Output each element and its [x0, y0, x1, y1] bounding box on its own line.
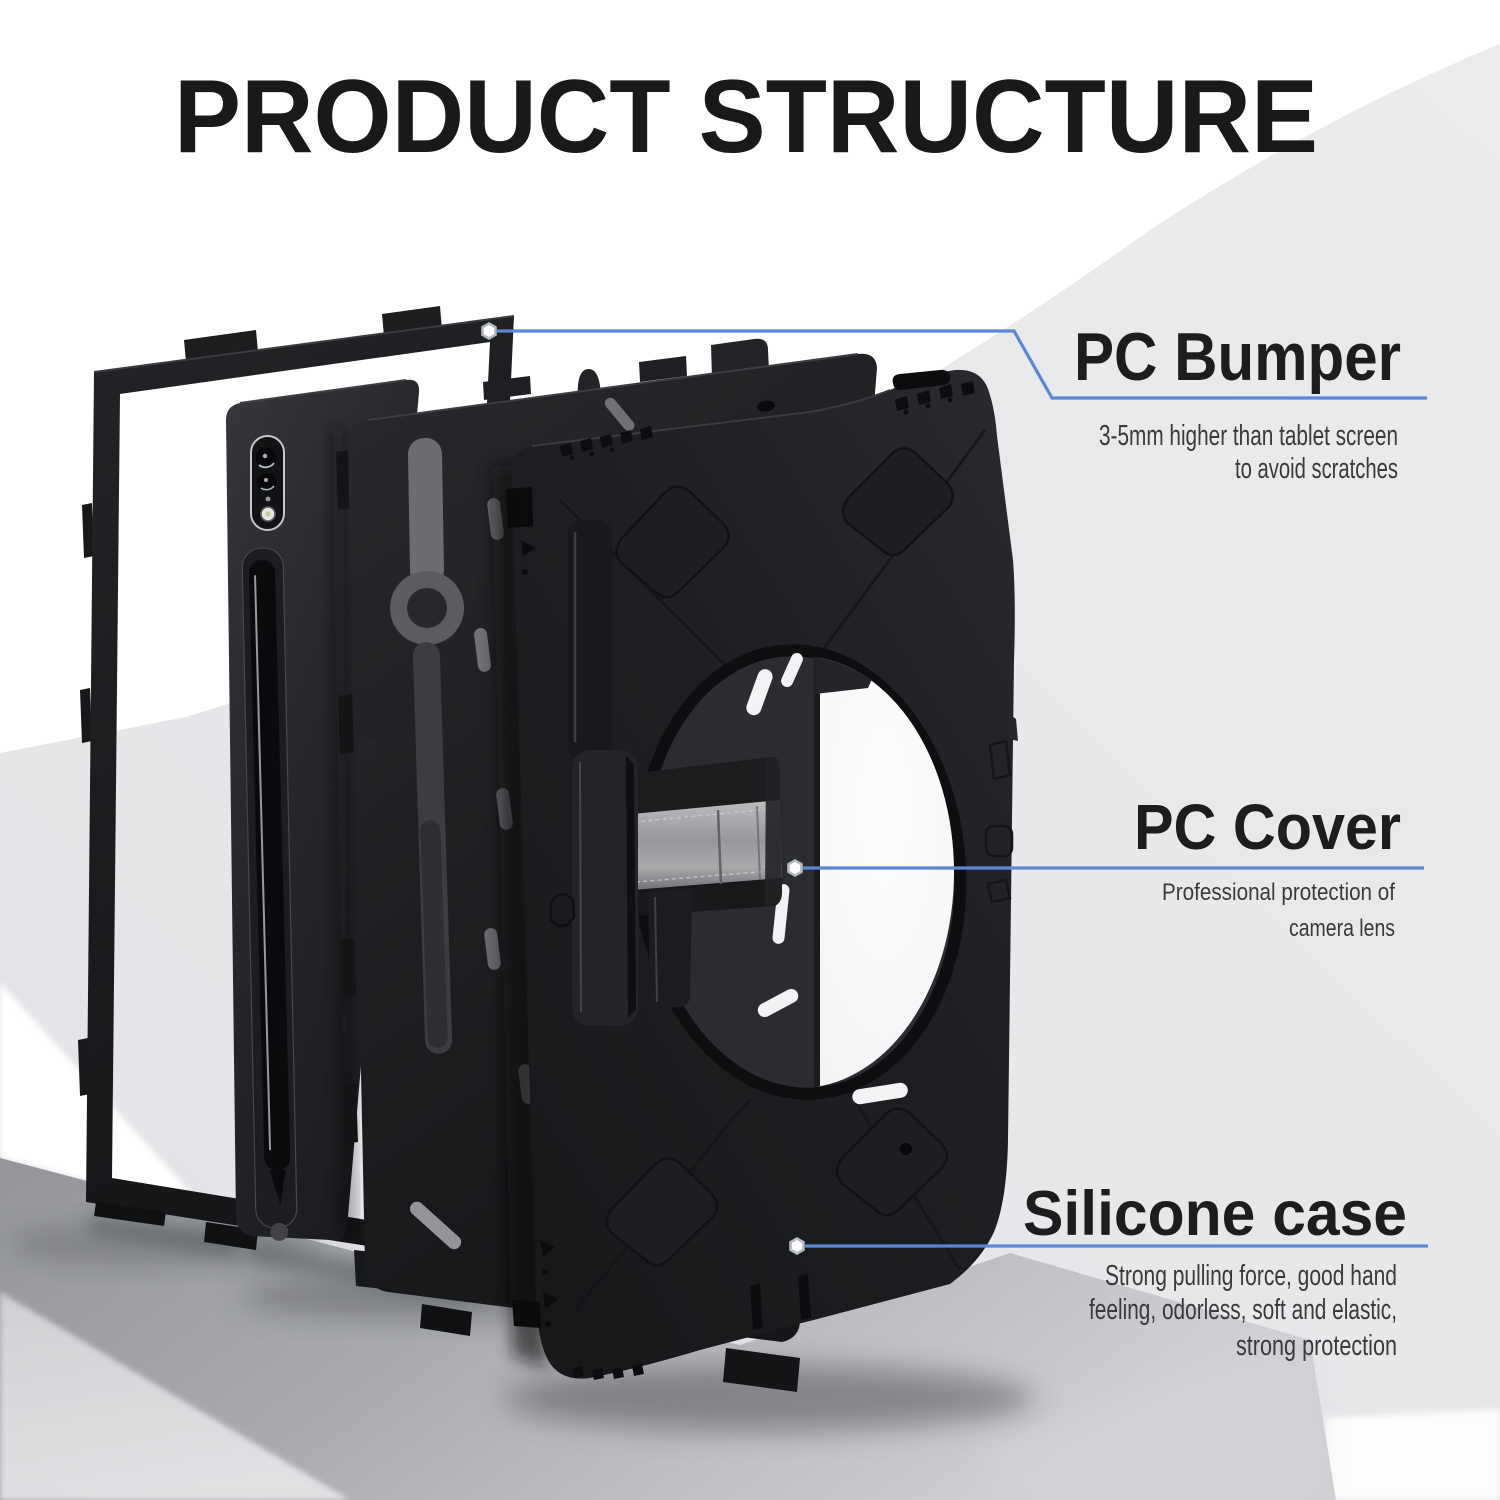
svg-text:3-5mm higher than tablet scree: 3-5mm higher than tablet screen — [1099, 420, 1398, 452]
svg-text:camera lens: camera lens — [1289, 915, 1395, 942]
svg-text:Professional protection of: Professional protection of — [1162, 879, 1395, 906]
svg-text:feeling, odorless, soft and el: feeling, odorless, soft and elastic, — [1089, 1294, 1397, 1326]
svg-text:strong protection: strong protection — [1236, 1330, 1397, 1362]
svg-text:Strong pulling force, good han: Strong pulling force, good hand — [1105, 1260, 1397, 1292]
svg-text:to avoid scratches: to avoid scratches — [1235, 453, 1398, 485]
svg-text:PRODUCT STRUCTURE: PRODUCT STRUCTURE — [174, 59, 1318, 175]
svg-text:PC Cover: PC Cover — [1134, 791, 1401, 863]
svg-text:PC Bumper: PC Bumper — [1074, 319, 1401, 395]
svg-text:Silicone case: Silicone case — [1023, 1179, 1407, 1249]
